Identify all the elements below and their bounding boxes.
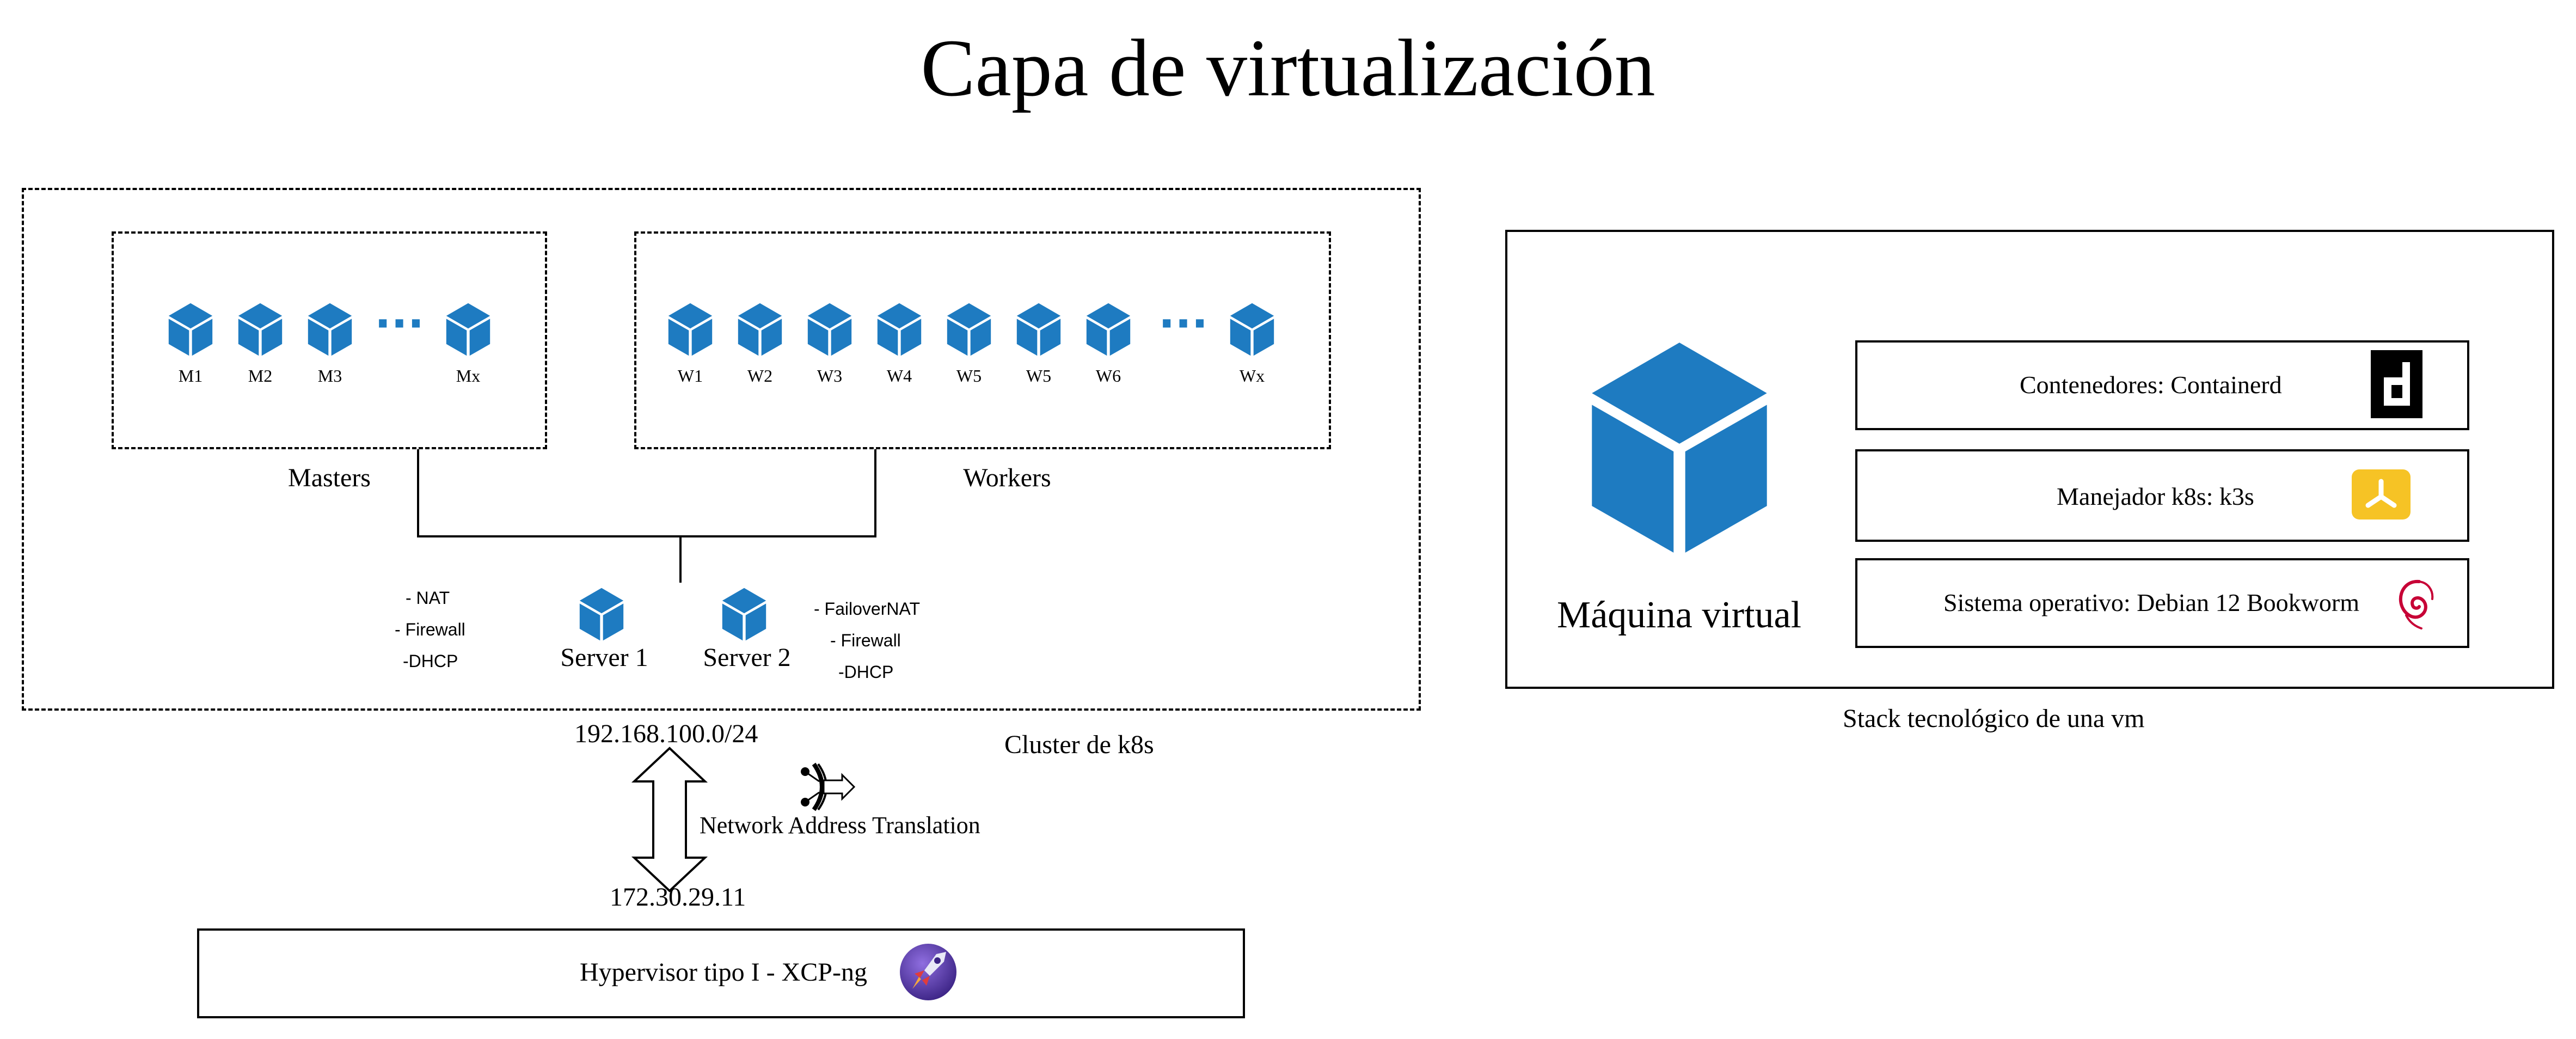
cluster-label: Cluster de k8s [1004,730,1154,759]
xcp-ng-icon [900,944,956,1000]
server-1-service: -DHCP [403,651,458,671]
masters-label: Masters [288,463,371,492]
master-node-label: M1 [178,366,203,386]
server-2-cube-icon [722,588,766,641]
workers-label: Workers [963,463,1051,492]
cluster-container [22,188,1421,711]
vm-stack-caption: Stack tecnológico de una vm [1843,704,2145,733]
node-cube-icon [446,303,490,356]
worker-node-label: W3 [817,366,843,386]
server-2-service: -DHCP [838,662,894,682]
nat-label: Network Address Translation [700,812,980,839]
stack-layer-label: Manejador k8s: k3s [2057,482,2254,510]
masters-ellipsis: ··· [375,298,425,349]
server-2-service: - Firewall [830,631,901,650]
hypervisor-box [197,928,1245,1018]
external-ip-label: 172.30.29.11 [610,883,746,912]
vm-label: Máquina virtual [1557,594,1802,636]
k3s-icon [2352,469,2411,520]
nat-double-arrow [631,747,708,893]
node-cube-icon [1016,303,1061,356]
node-cube-icon [668,303,713,356]
node-cube-icon [168,303,213,356]
node-cube-icon [807,303,852,356]
nat-router-icon [801,762,856,811]
server-2-service: - FailoverNAT [814,599,920,619]
server-1-service: - NAT [406,588,450,608]
stack-layer-label: Contenedores: Containerd [2020,371,2282,399]
node-cube-icon [1086,303,1131,356]
workers-ellipsis: ··· [1158,298,1209,349]
worker-node-label: W4 [886,366,912,386]
server-1-service: - Firewall [395,620,465,639]
worker-node-label: W5 [1026,366,1052,386]
stack-layer-k3s [1855,449,2469,542]
server-2-label: Server 2 [703,643,791,672]
stack-layer-debian [1855,558,2469,648]
server-1-cube-icon [579,588,624,641]
containerd-icon [2371,350,2422,418]
node-cube-icon [738,303,782,356]
worker-node-label: Wx [1239,366,1265,386]
node-cube-icon [238,303,283,356]
master-node-label: M3 [317,366,342,386]
workers-group [634,231,1331,449]
vm-stack-box [1505,230,2554,689]
master-node-label: Mx [456,366,481,386]
node-cube-icon [308,303,352,356]
stack-layer-containerd [1855,340,2469,430]
worker-node-label: W1 [677,366,703,386]
node-cube-icon [1230,303,1274,356]
debian-icon [2399,579,2434,629]
node-cube-icon [877,303,922,356]
master-node-label: M2 [248,366,273,386]
subnet-label: 192.168.100.0/24 [574,719,758,748]
page-title: Capa de virtualización [921,23,1655,113]
server-1-label: Server 1 [560,643,648,672]
stack-layer-label: Sistema operativo: Debian 12 Bookworm [1943,589,2359,616]
masters-group [112,231,547,449]
vm-cube-icon [1592,343,1767,553]
worker-node-label: W5 [956,366,982,386]
worker-node-label: W2 [747,366,773,386]
hypervisor-label: Hypervisor tipo I - XCP-ng [580,958,867,987]
worker-node-label: W6 [1095,366,1121,386]
node-cube-icon [947,303,991,356]
